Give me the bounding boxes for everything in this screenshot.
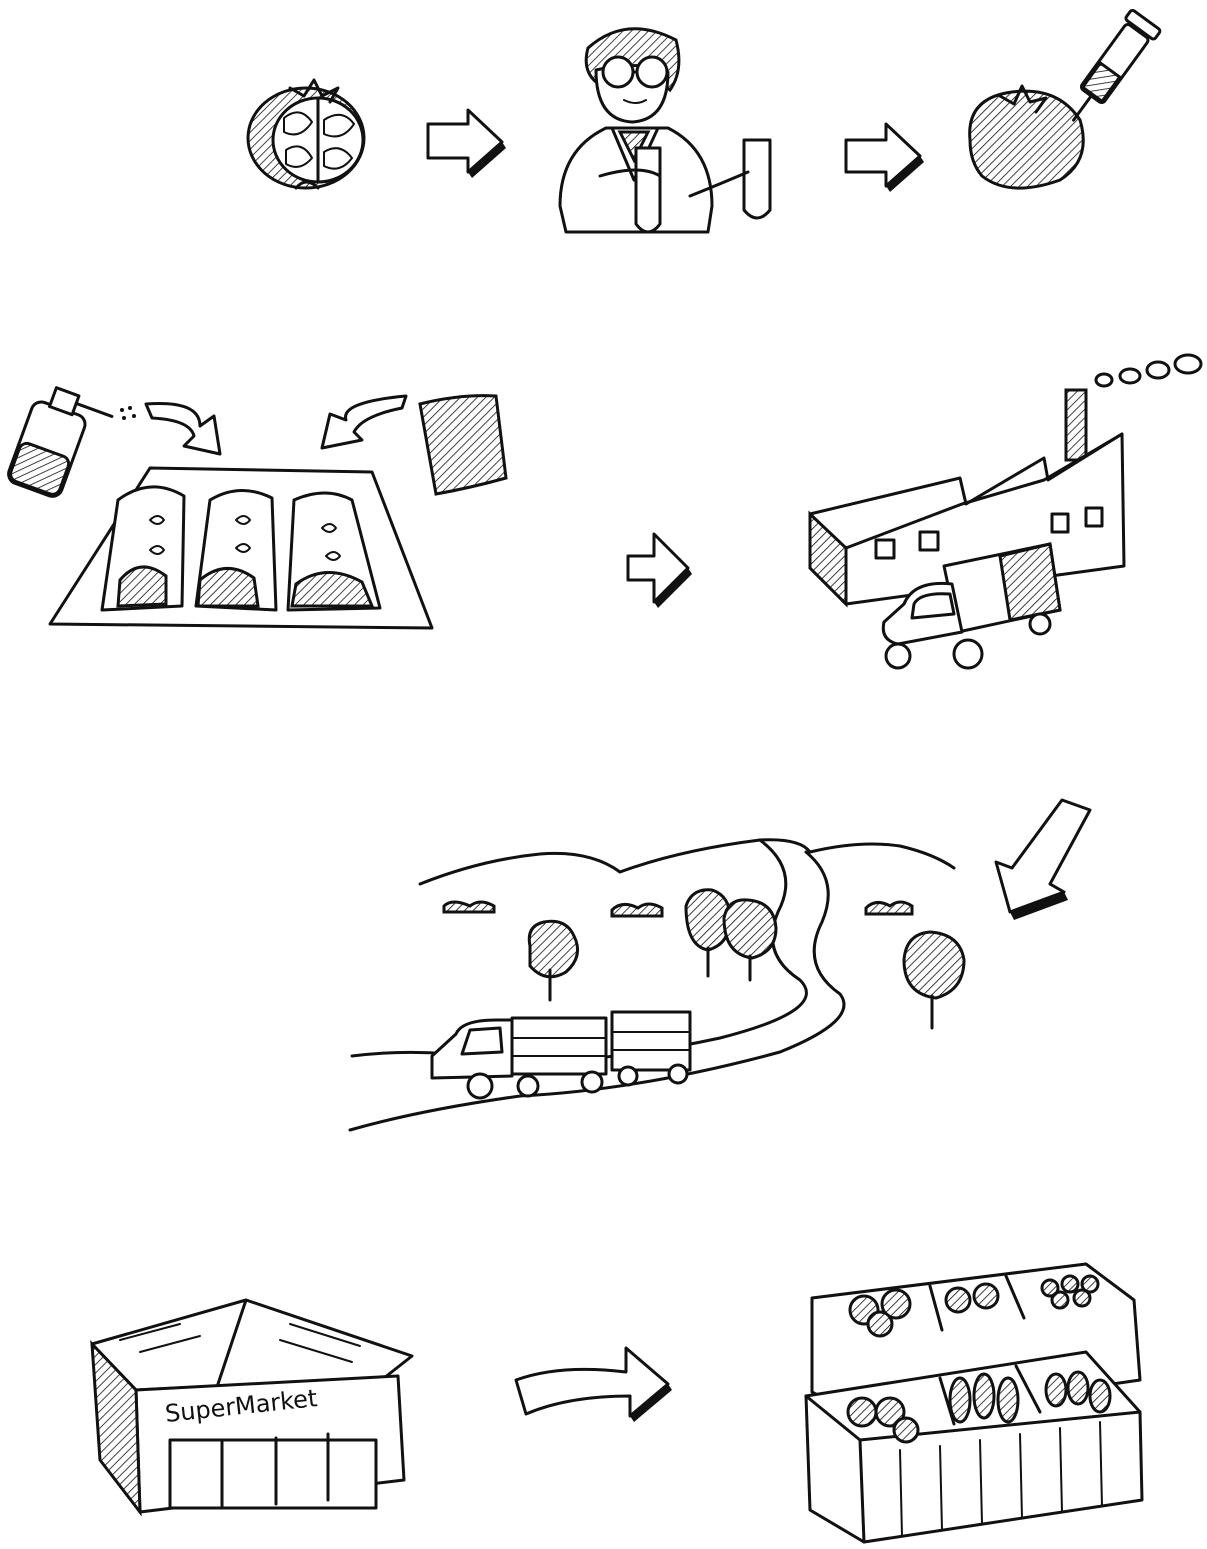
syringe-tomato-icon: [970, 9, 1161, 188]
arrow-down-icon: [322, 396, 406, 448]
tree-icon: [686, 890, 730, 976]
landscape-road-icon: [350, 840, 964, 1130]
arrow-down-icon: [146, 403, 220, 454]
tomato-icon: [248, 80, 364, 188]
arrow-right-icon: [628, 534, 692, 608]
tree-icon: [529, 921, 577, 1000]
tree-icon: [904, 932, 964, 1028]
scientist-icon: [560, 29, 770, 232]
arrow-right-icon: [846, 124, 924, 192]
truck-icon: [432, 1012, 690, 1098]
arrow-down-left-icon: [996, 800, 1090, 920]
supermarket-icon: SuperMarket: [92, 1300, 412, 1512]
fertilizer-bag-icon: [420, 396, 506, 494]
arrow-right-icon: [516, 1348, 672, 1422]
arrow-right-icon: [428, 110, 506, 178]
spray-bottle-icon: [6, 382, 136, 506]
produce-stand-icon: [806, 1264, 1142, 1542]
tree-icon: [724, 900, 776, 980]
greenhouse-field-icon: [50, 468, 432, 628]
